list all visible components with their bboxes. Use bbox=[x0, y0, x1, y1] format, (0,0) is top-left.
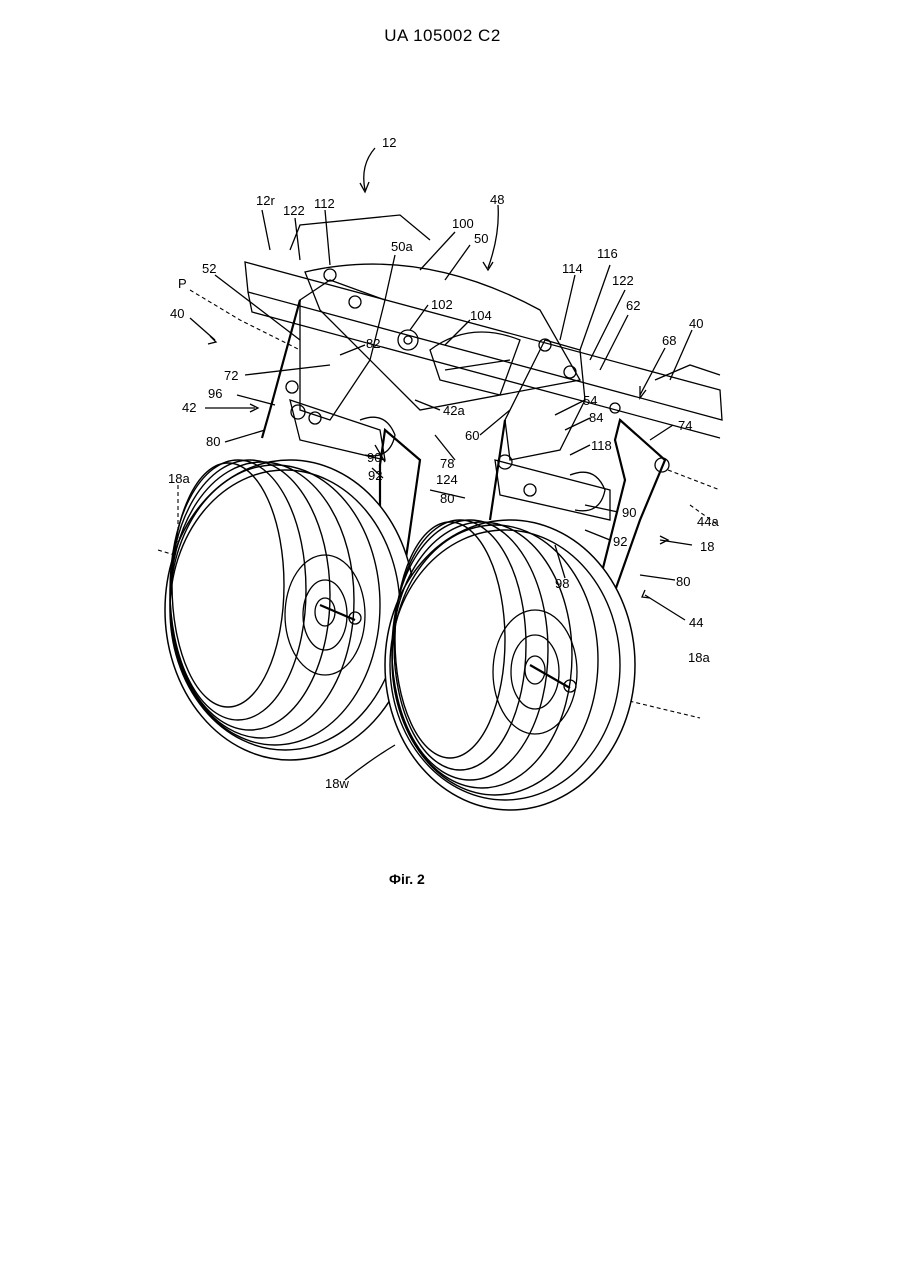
label-92-left: 92 bbox=[368, 468, 382, 483]
label-90-left: 90 bbox=[367, 450, 381, 465]
label-18w: 18w bbox=[325, 776, 349, 791]
label-50a: 50a bbox=[391, 239, 413, 254]
label-12r: 12r bbox=[256, 193, 275, 208]
label-80-right: 80 bbox=[676, 574, 690, 589]
label-78: 78 bbox=[440, 456, 454, 471]
label-42: 42 bbox=[182, 400, 196, 415]
left-wheel bbox=[165, 460, 415, 760]
label-96: 96 bbox=[208, 386, 222, 401]
label-40-left: 40 bbox=[170, 306, 184, 321]
label-44a: 44a bbox=[697, 514, 719, 529]
label-124: 124 bbox=[436, 472, 458, 487]
label-44: 44 bbox=[689, 615, 703, 630]
label-82: 82 bbox=[366, 336, 380, 351]
label-102: 102 bbox=[431, 297, 453, 312]
label-40-right: 40 bbox=[689, 316, 703, 331]
label-90-right: 90 bbox=[622, 505, 636, 520]
label-42a: 42a bbox=[443, 403, 465, 418]
label-12: 12 bbox=[382, 135, 396, 150]
label-72: 72 bbox=[224, 368, 238, 383]
label-52: 52 bbox=[202, 261, 216, 276]
right-wheel bbox=[385, 520, 635, 810]
label-P: P bbox=[178, 276, 187, 291]
figure-caption: Фіг. 2 bbox=[389, 871, 425, 887]
label-62: 62 bbox=[626, 298, 640, 313]
label-54: 54 bbox=[583, 393, 597, 408]
label-98: 98 bbox=[555, 576, 569, 591]
label-18: 18 bbox=[700, 539, 714, 554]
label-84: 84 bbox=[589, 410, 603, 425]
label-74: 74 bbox=[678, 418, 692, 433]
label-112: 112 bbox=[314, 196, 335, 211]
label-48: 48 bbox=[490, 192, 504, 207]
label-92-right: 92 bbox=[613, 534, 627, 549]
label-80-left: 80 bbox=[206, 434, 220, 449]
label-114: 114 bbox=[562, 261, 583, 276]
frame-beam bbox=[245, 215, 722, 438]
label-100: 100 bbox=[452, 216, 474, 231]
label-18a-right: 18a bbox=[688, 650, 710, 665]
label-60: 60 bbox=[465, 428, 479, 443]
label-118: 118 bbox=[591, 438, 612, 453]
label-68: 68 bbox=[662, 333, 676, 348]
label-50: 50 bbox=[474, 231, 488, 246]
label-80-middle: 80 bbox=[440, 491, 454, 506]
axis-line-upper bbox=[668, 470, 720, 490]
label-122-right: 122 bbox=[612, 273, 634, 288]
label-116: 116 bbox=[597, 246, 618, 261]
label-122-left: 122 bbox=[283, 203, 305, 218]
label-104: 104 bbox=[470, 308, 492, 323]
label-18a-left: 18a bbox=[168, 471, 190, 486]
